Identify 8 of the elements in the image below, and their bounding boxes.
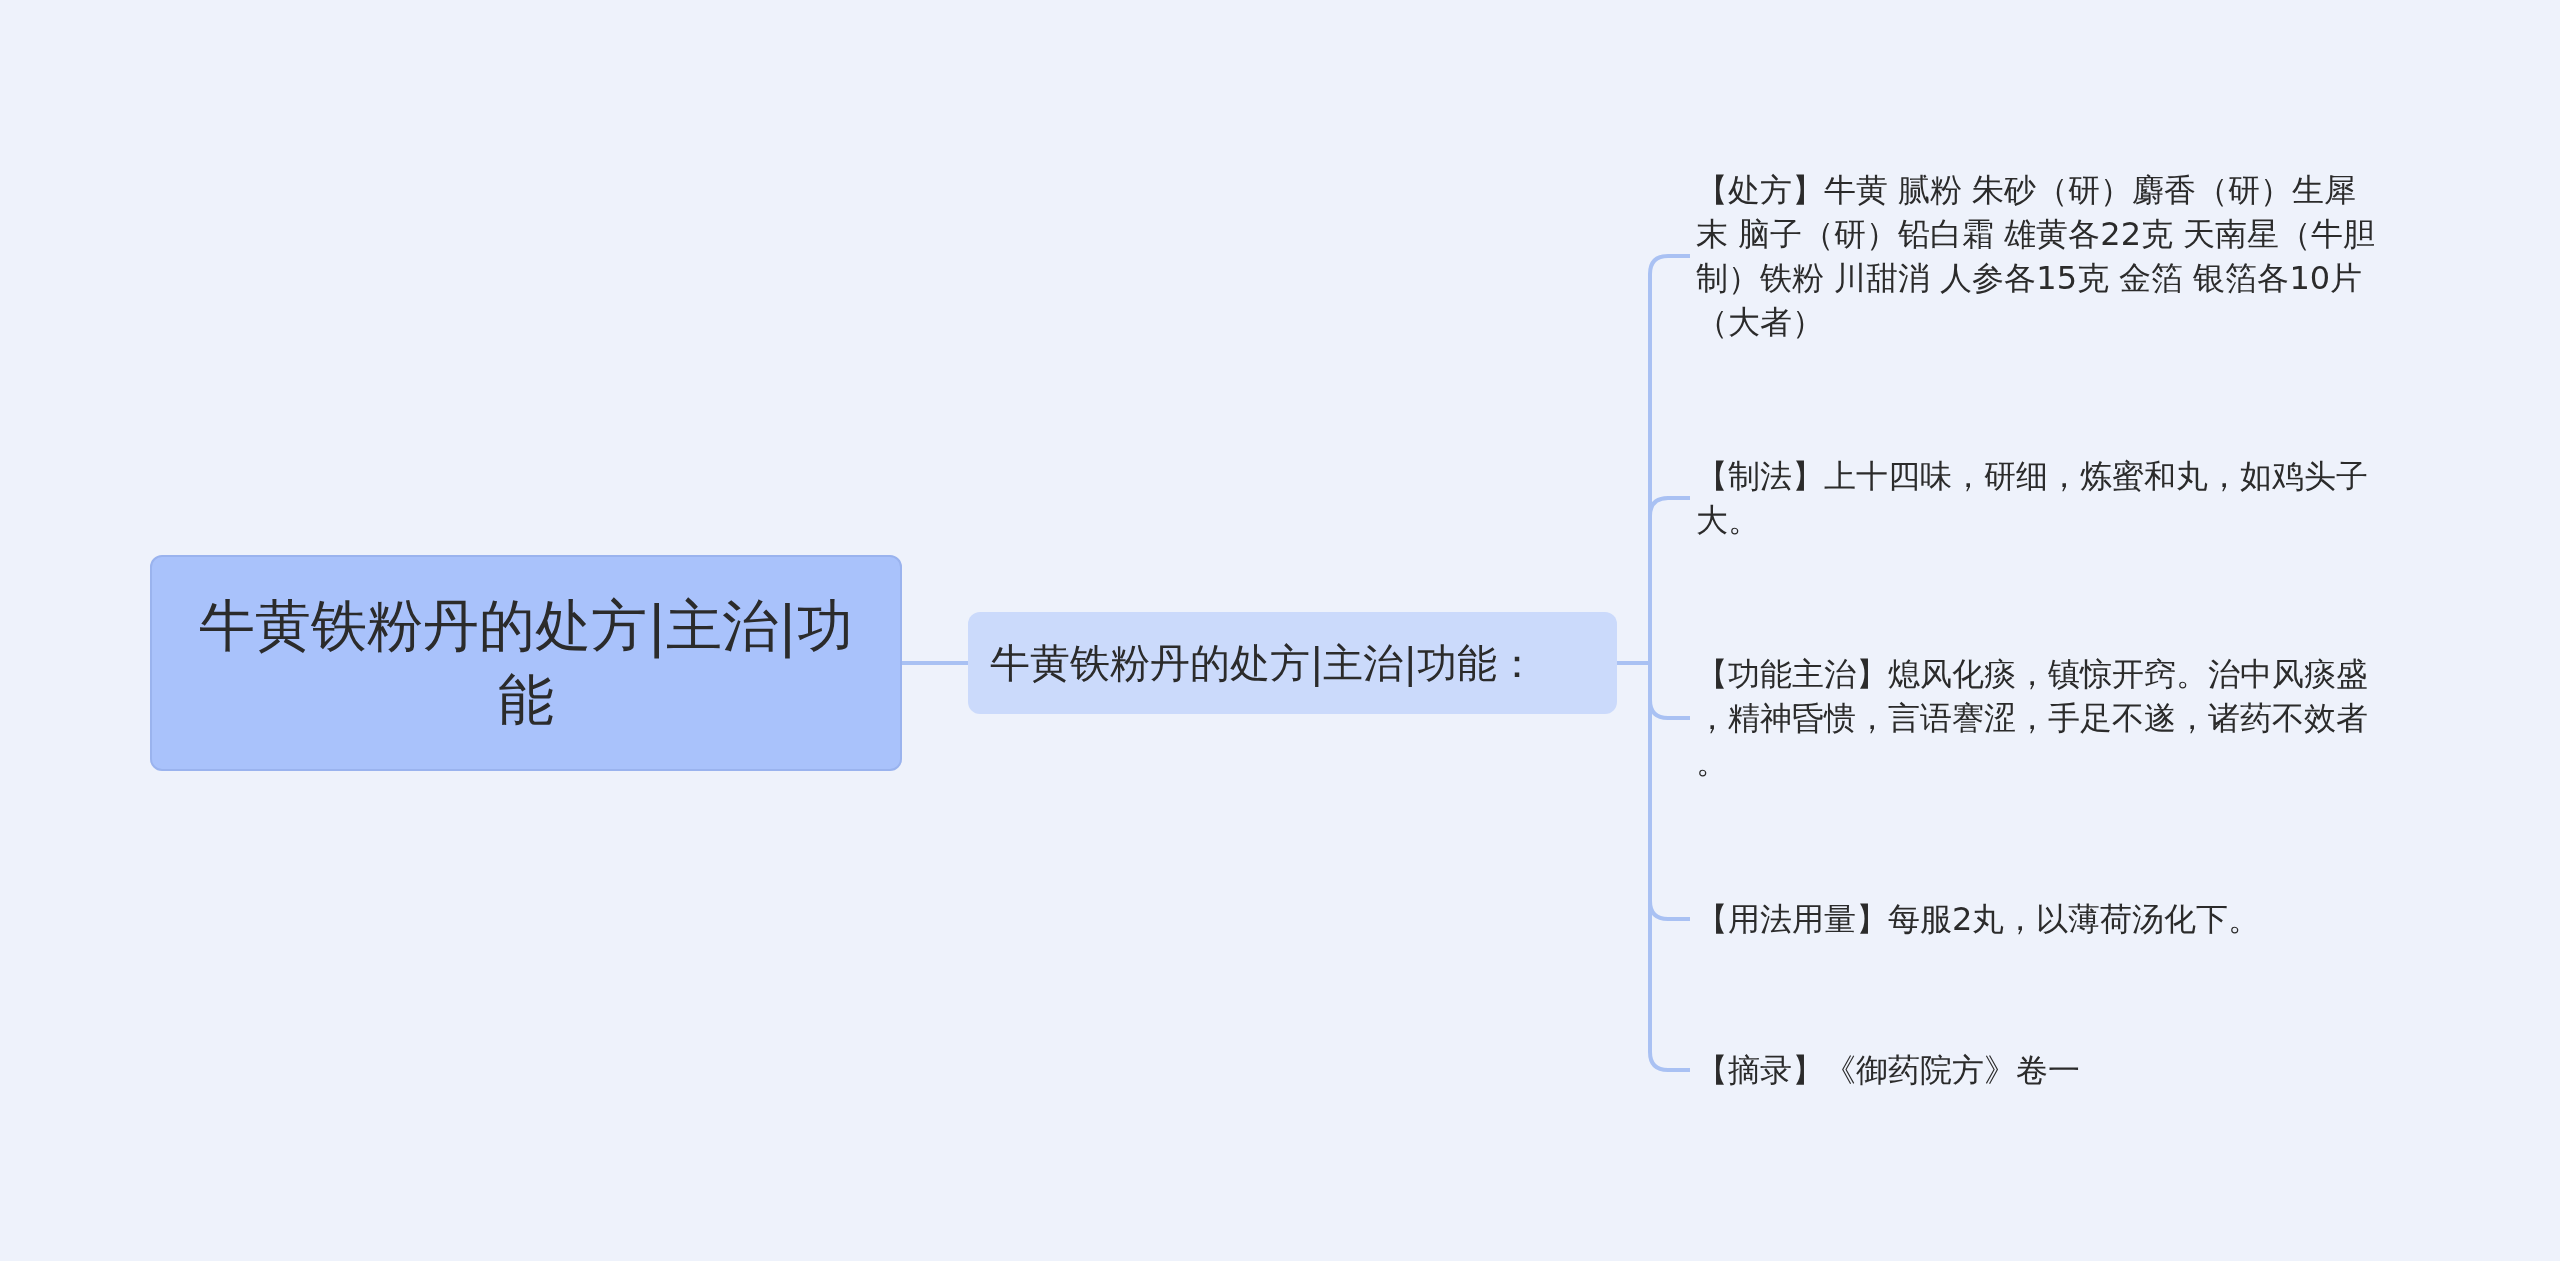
branch-text: 【制法】上十四味，研细，炼蜜和丸，如鸡头子大。 — [1696, 454, 2376, 542]
branch-text: 【处方】牛黄 腻粉 朱砂（研）麝香（研）生犀末 脑子（研）铅白霜 雄黄各22克 天南星（牛胆制）铁粉 川甜消 人参各15克 金箔 银箔各10片（大者） — [1696, 168, 2376, 344]
branch-text: 【功能主治】熄风化痰，镇惊开窍。治中风痰盛，精神昏愦，言语謇涩，手足不遂，诸药不效者。 — [1696, 652, 2376, 784]
connector-line — [902, 661, 968, 665]
subtopic-box: 牛黄铁粉丹的处方|主治|功能： — [968, 612, 1617, 714]
branch-text: 【摘录】《御药院方》卷一 — [1696, 1048, 2376, 1092]
branch-text: 【用法用量】每服2丸，以薄荷汤化下。 — [1696, 897, 2376, 941]
topic-box: 牛黄铁粉丹的处方|主治|功能 — [150, 555, 902, 771]
